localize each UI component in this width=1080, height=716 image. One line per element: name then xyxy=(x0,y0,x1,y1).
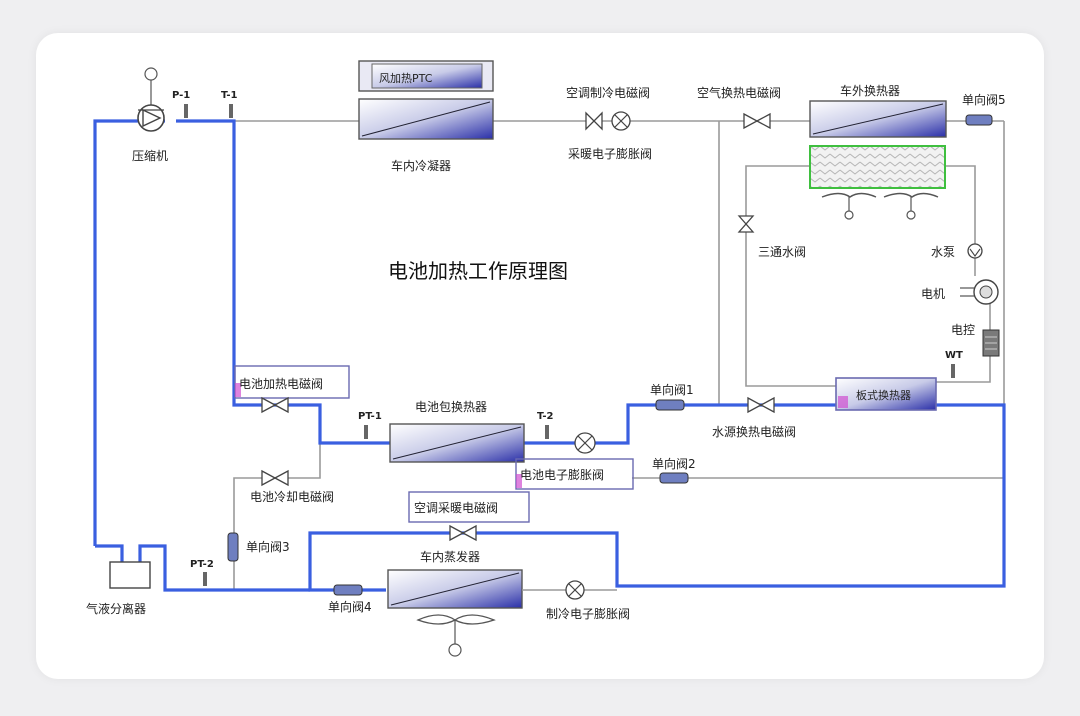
air-valve-label: 空气换热电磁阀 xyxy=(697,85,781,100)
check3-label: 单向阀3 xyxy=(246,539,290,554)
ac-heat-valve-box: 空调采暖电磁阀 xyxy=(408,491,530,523)
diagram-card: 压缩机 P-1 T-1 风加热PTC 车内冷凝器 空调制冷电磁阀 采暖电子膨胀阀… xyxy=(36,33,1044,679)
wt-label: WT xyxy=(945,350,963,361)
ac-heat-valve xyxy=(449,524,477,542)
plate-heat-exchanger: 板式换热器 xyxy=(835,377,937,411)
t2-sensor xyxy=(545,425,549,439)
motor-controller xyxy=(982,329,1000,357)
water-valve-label: 水源换热电磁阀 xyxy=(712,424,796,439)
evaporator-label: 车内蒸发器 xyxy=(420,549,480,564)
battery-hx-label: 电池包换热器 xyxy=(415,400,487,414)
ecu-label: 电控 xyxy=(951,323,975,337)
ac-cool-valve-label: 空调制冷电磁阀 xyxy=(566,85,650,100)
wt-sensor xyxy=(951,364,955,378)
diagram-title: 电池加热工作原理图 xyxy=(388,259,568,283)
battery-heat-valve-label: 电池加热电磁阀 xyxy=(239,376,323,391)
three-way-water-valve xyxy=(737,215,755,233)
idle-pipes xyxy=(232,120,1005,590)
separator-label: 气液分离器 xyxy=(86,601,146,616)
check-valve-5 xyxy=(965,114,993,126)
pt2-sensor xyxy=(203,572,207,586)
t2-label: T-2 xyxy=(537,411,554,422)
check-valve-1 xyxy=(655,399,685,411)
compressor: 压缩机 xyxy=(132,67,168,163)
inner-condenser: 车内冷凝器 xyxy=(358,98,494,173)
t1-label: T-1 xyxy=(221,90,238,101)
motor-label: 电机 xyxy=(921,287,945,301)
cool-exp-valve xyxy=(565,580,585,600)
check-valve-3 xyxy=(227,532,239,562)
battery-exp-valve-box: 电池电子膨胀阀 xyxy=(515,458,634,490)
ac-cool-valve xyxy=(585,111,603,131)
battery-exp-valve xyxy=(574,432,596,454)
p1-sensor xyxy=(184,104,188,118)
check5-label: 单向阀5 xyxy=(962,92,1006,107)
compressor-label: 压缩机 xyxy=(132,148,168,163)
gas-liquid-separator xyxy=(109,561,151,589)
p1-label: P-1 xyxy=(172,90,190,101)
water-source-valve xyxy=(747,396,775,414)
air-valve xyxy=(743,112,771,130)
check-valve-4 xyxy=(333,584,363,596)
ptc-heater: 风加热PTC xyxy=(358,60,494,92)
battery-pack-heat-exchanger xyxy=(389,423,525,463)
battery-exp-valve-label: 电池电子膨胀阀 xyxy=(520,468,604,482)
ac-heat-valve-label: 空调采暖电磁阀 xyxy=(414,500,498,515)
inner-evaporator xyxy=(387,569,523,609)
plate-hx-label: 板式换热器 xyxy=(856,388,911,402)
heat-exp-valve xyxy=(611,111,631,131)
motor xyxy=(960,279,999,305)
outer-hx-label: 车外换热器 xyxy=(840,83,900,98)
pump-label: 水泵 xyxy=(931,245,955,259)
battery-cool-valve-label: 电池冷却电磁阀 xyxy=(250,489,334,504)
active-pipes xyxy=(93,119,1006,592)
water-pump xyxy=(967,243,983,259)
battery-heating-diagram: 压缩机 P-1 T-1 风加热PTC 车内冷凝器 空调制冷电磁阀 采暖电子膨胀阀… xyxy=(86,60,1006,657)
check4-label: 单向阀4 xyxy=(328,599,372,614)
radiator-fans xyxy=(821,192,939,220)
cool-exp-valve-label: 制冷电子膨胀阀 xyxy=(546,607,630,621)
battery-heat-valve-box: 电池加热电磁阀 xyxy=(234,365,350,399)
pt1-label: PT-1 xyxy=(358,411,382,422)
battery-cool-valve xyxy=(261,469,289,487)
t1-sensor xyxy=(229,104,233,118)
outer-heat-exchanger xyxy=(809,100,947,138)
evaporator-fan xyxy=(416,614,496,657)
three-way-label: 三通水阀 xyxy=(758,245,806,259)
check-valve-2 xyxy=(659,472,689,484)
check1-label: 单向阀1 xyxy=(650,382,694,397)
ptc-label: 风加热PTC xyxy=(379,72,433,85)
heat-exp-valve-label: 采暖电子膨胀阀 xyxy=(568,147,652,161)
inner-condenser-label: 车内冷凝器 xyxy=(391,158,451,173)
pt1-sensor xyxy=(364,425,368,439)
pt2-label: PT-2 xyxy=(190,559,214,570)
check2-label: 单向阀2 xyxy=(652,456,696,471)
battery-heat-valve xyxy=(261,396,289,414)
radiator xyxy=(809,145,946,189)
